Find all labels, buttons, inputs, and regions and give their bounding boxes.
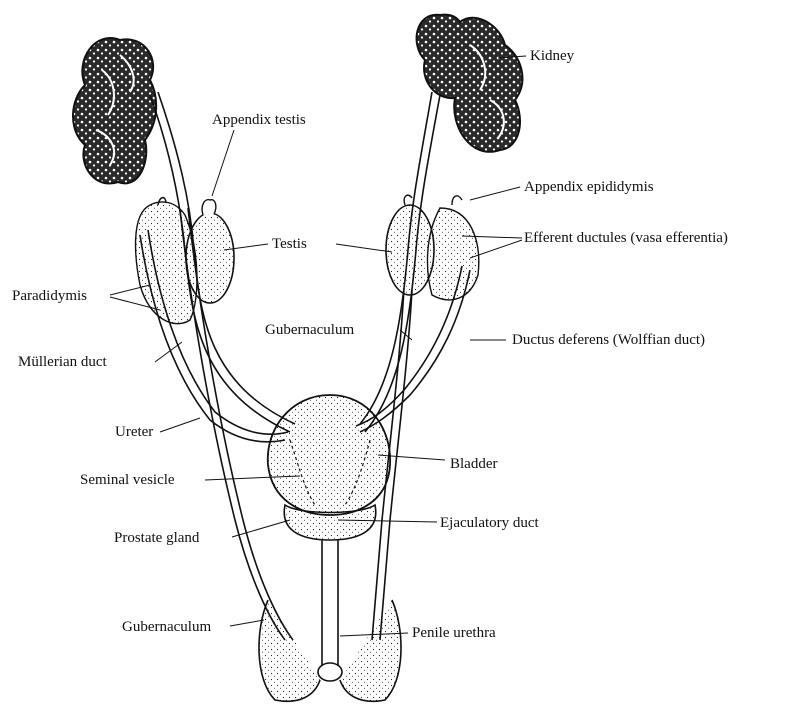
right-ducts (356, 92, 470, 640)
label-testis-left: Testis (272, 236, 307, 252)
leader-lines (110, 56, 526, 636)
left-testis-group (136, 198, 234, 324)
urethra-and-swellings (259, 540, 401, 701)
label-kidney: Kidney (530, 48, 574, 64)
label-ejaculatory-duct: Ejaculatory duct (440, 515, 539, 531)
label-prostate-gland: Prostate gland (114, 530, 199, 546)
right-kidney (417, 15, 523, 152)
label-gubernaculum-lower: Gubernaculum (122, 619, 211, 635)
left-kidney (73, 38, 156, 184)
label-appendix-epididymis: Appendix epididymis (524, 179, 654, 195)
label-bladder: Bladder (450, 456, 497, 472)
label-penile-urethra: Penile urethra (412, 625, 496, 641)
label-mullerian-duct: Müllerian duct (18, 354, 107, 370)
label-efferent-ductules: Efferent ductules (vasa efferentia) (524, 230, 728, 246)
left-ducts (140, 92, 295, 640)
label-ureter: Ureter (115, 424, 153, 440)
label-gubernaculum-upper: Gubernaculum (265, 322, 354, 338)
bladder (268, 395, 390, 515)
label-ductus-deferens: Ductus deferens (Wolffian duct) (512, 332, 705, 348)
label-seminal-vesicle: Seminal vesicle (80, 472, 175, 488)
label-paradidymis: Paradidymis (12, 288, 87, 304)
right-testis-group (386, 195, 479, 300)
label-appendix-testis: Appendix testis (212, 112, 306, 128)
